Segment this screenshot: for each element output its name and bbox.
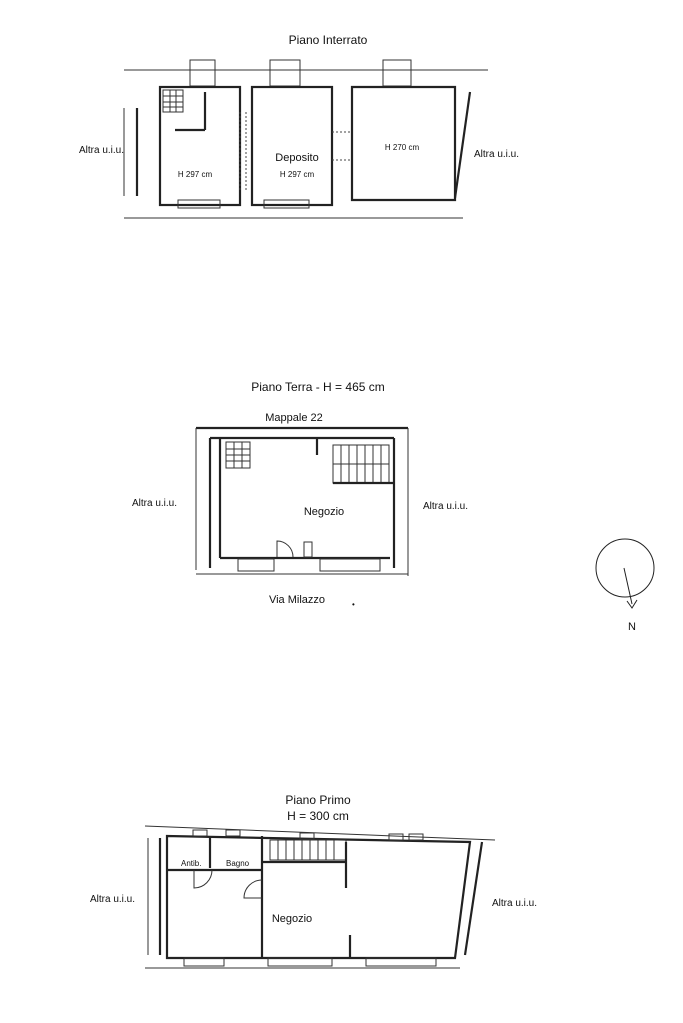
first-bottom-window-2: [267, 957, 333, 967]
negozio-first-label: Negozio: [272, 913, 312, 925]
light-well-1: [189, 59, 216, 87]
ground-stair-main: [332, 444, 394, 485]
ground-left-neighbor-label: Altra u.i.u.: [132, 498, 177, 509]
basement-right-wall: [453, 91, 472, 199]
basement-room-deposito: [250, 85, 334, 207]
first-top-window-1: [192, 829, 208, 837]
first-floor-title: Piano Primo: [285, 793, 351, 807]
ground-stair-left: [225, 441, 251, 469]
mappale-label: Mappale 22: [265, 412, 323, 424]
first-bottom-window-3: [365, 957, 437, 967]
first-top-boundary: [144, 825, 496, 841]
svg-text:•: •: [352, 600, 355, 609]
basement-plan: Piano Interrato H 297 cm D: [79, 33, 519, 219]
first-right-wall: [463, 841, 484, 956]
first-floor-height: H = 300 cm: [287, 809, 349, 823]
ground-door-swing: [276, 540, 294, 558]
north-label: N: [628, 621, 636, 633]
deposito-height: H 297 cm: [280, 170, 315, 179]
first-floor-plan: Piano Primo H = 300 cm Antib. Bagno: [90, 793, 537, 969]
ground-shop-window-2: [319, 558, 381, 572]
compass-circle: [595, 538, 655, 598]
bath-door-swing: [193, 869, 213, 889]
deposito-label: Deposito: [275, 152, 318, 164]
first-top-window-3: [299, 832, 315, 840]
first-top-window-4: [388, 833, 404, 841]
first-outline: [165, 834, 472, 960]
basement-title: Piano Interrato: [289, 33, 368, 47]
first-right-neighbor-label: Altra u.i.u.: [492, 898, 537, 909]
basement-right-neighbor-label: Altra u.i.u.: [474, 149, 519, 160]
ground-floor-title: Piano Terra - H = 465 cm: [251, 380, 385, 394]
light-well-2: [269, 59, 301, 87]
first-bottom-window-1: [183, 957, 225, 967]
first-left-neighbor-label: Altra u.i.u.: [90, 894, 135, 905]
first-top-window-2: [225, 829, 241, 837]
north-arrow-icon: [623, 567, 633, 605]
first-door-swing: [243, 879, 263, 899]
bagno-label: Bagno: [226, 859, 250, 868]
basement-room-1-height: H 297 cm: [178, 170, 213, 179]
compass: N: [595, 538, 655, 633]
first-top-window-5: [408, 833, 424, 841]
ground-front-pillar: [303, 541, 313, 558]
ground-shop-window-1: [237, 558, 275, 572]
basement-room-3-height: H 270 cm: [385, 143, 420, 152]
basement-room-3: [350, 85, 457, 202]
basement-window-2: [263, 199, 310, 209]
via-milazzo-label: Via Milazzo: [269, 594, 325, 606]
light-well-3: [382, 59, 412, 87]
negozio-ground-label: Negozio: [304, 506, 344, 518]
ground-floor-plan: Piano Terra - H = 465 cm Mappale 22: [132, 380, 468, 609]
basement-room-1: [158, 85, 242, 207]
basement-left-neighbor-label: Altra u.i.u.: [79, 145, 124, 156]
antib-label: Antib.: [181, 859, 201, 868]
basement-window-1: [177, 199, 221, 209]
ground-right-neighbor-label: Altra u.i.u.: [423, 501, 468, 512]
first-stair: [262, 839, 347, 864]
basement-stair: [162, 89, 184, 113]
